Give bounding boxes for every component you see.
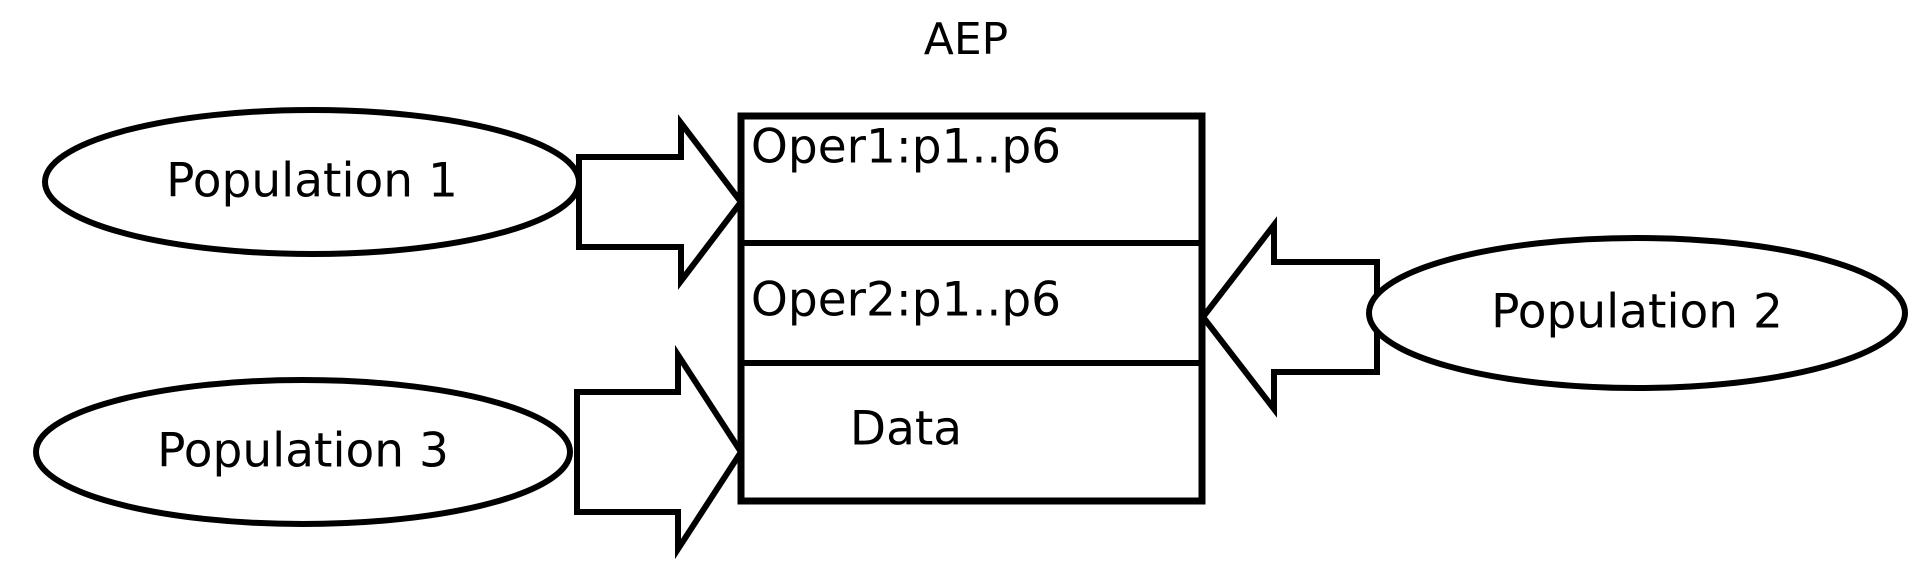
- node-label-population-2: Population 2: [1491, 285, 1783, 340]
- node-population-2[interactable]: Population 2: [1366, 235, 1908, 391]
- arrow-pop1-to-oper1[interactable]: [576, 114, 745, 290]
- arrow-pop2-to-oper2[interactable]: [1199, 216, 1380, 418]
- node-population-1[interactable]: Population 1: [42, 107, 582, 257]
- node-label-population-3: Population 3: [157, 424, 449, 479]
- component-row-label-oper2: Oper2:p1..p6: [751, 273, 1061, 328]
- component-row-label-data: Data: [850, 402, 962, 457]
- component-row-label-oper1: Oper1:p1..p6: [751, 120, 1061, 175]
- component-row-oper2[interactable]: Oper2:p1..p6: [751, 273, 1061, 328]
- component-row-oper1[interactable]: Oper1:p1..p6: [751, 120, 1061, 175]
- component-row-data[interactable]: Data: [850, 402, 962, 457]
- node-label-population-1: Population 1: [166, 154, 458, 209]
- block-arrow-left-icon: [1199, 216, 1380, 418]
- component-box-aep: Oper1:p1..p6 Oper2:p1..p6 Data: [737, 112, 1206, 505]
- block-arrow-right-icon: [574, 344, 745, 560]
- node-population-3[interactable]: Population 3: [33, 377, 573, 527]
- ellipse-shape-population-3: [33, 377, 573, 527]
- arrow-pop3-to-data[interactable]: [574, 344, 745, 560]
- block-arrow-right-icon: [576, 114, 745, 290]
- component-box-outline: [737, 112, 1206, 505]
- diagram-title: AEP: [924, 14, 1008, 65]
- ellipse-shape-population-2: [1366, 235, 1908, 391]
